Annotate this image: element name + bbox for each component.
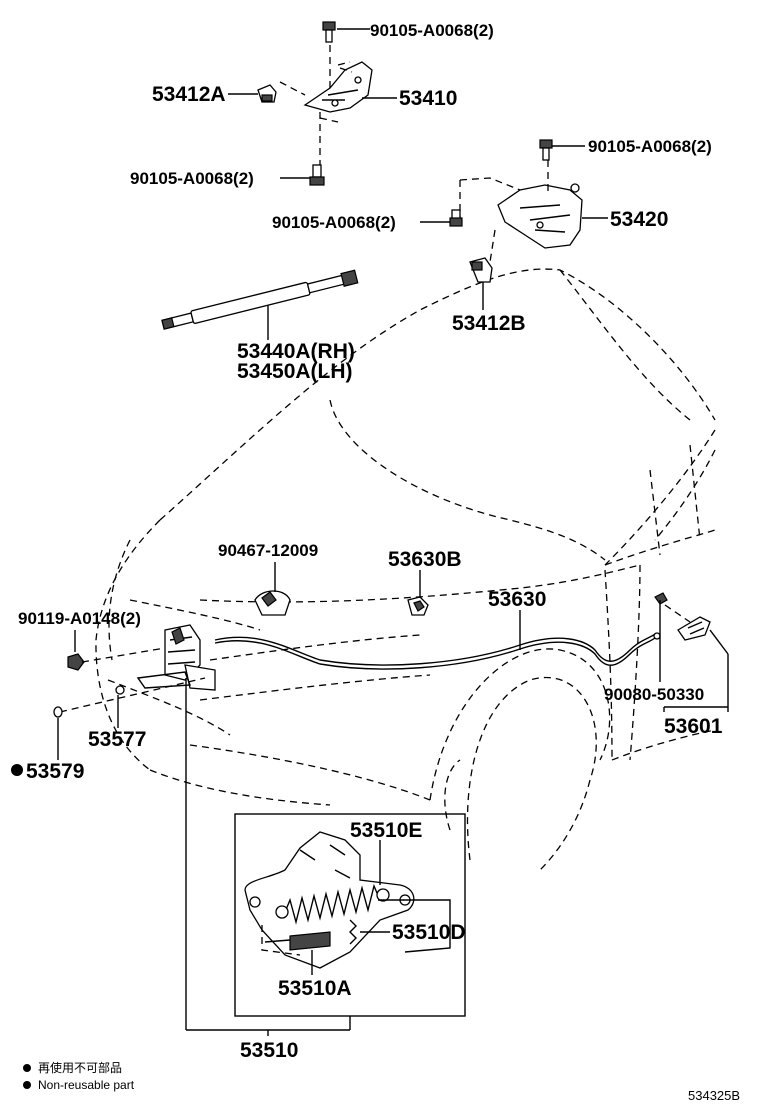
- detail-inset-box: [234, 813, 466, 1017]
- legend: 再使用不可部品 Non-reusable part: [23, 1060, 135, 1092]
- label-90119: 90119-A0148(2): [18, 609, 141, 628]
- bolt-icon-90119: [67, 647, 166, 671]
- bolt-icon-top: [322, 21, 336, 43]
- label-53630b: 53630B: [388, 548, 462, 571]
- label-53601: 53601: [664, 715, 723, 738]
- label-53510d: 53510D: [392, 921, 466, 944]
- cable-clamp-icon: [254, 590, 291, 616]
- part-labels: 90105-A0068(2) 53412A 53410 90105-A0068(…: [11, 21, 723, 1062]
- cable-clip-53630b-icon: [407, 596, 429, 616]
- hood-lock-assembly: [136, 624, 216, 691]
- leader-lines: [57, 28, 729, 1036]
- legend-dot-icon-jp: [23, 1064, 31, 1072]
- legend-en: Non-reusable part: [38, 1078, 135, 1092]
- vehicle-outline: [95, 268, 716, 871]
- label-bolt-right-top: 90105-A0068(2): [588, 137, 712, 156]
- label-53510e: 53510E: [350, 819, 422, 842]
- clip-53412a-icon: [257, 84, 277, 103]
- hood-hinge-53420: [459, 160, 583, 263]
- label-53510a: 53510A: [278, 977, 352, 1000]
- hood-support-strut: [161, 269, 359, 330]
- legend-jp: 再使用不可部品: [38, 1060, 122, 1075]
- label-53510: 53510: [240, 1039, 298, 1062]
- label-90467: 90467-12009: [218, 541, 318, 560]
- clip-90080-icon: [654, 592, 668, 605]
- clip-53412b-icon: [469, 257, 493, 283]
- hood-hinge-53410: [279, 45, 373, 165]
- label-53412a: 53412A: [152, 83, 226, 106]
- label-bolt-left-bottom: 90105-A0068(2): [130, 169, 254, 188]
- bolt-icon-left-bottom: [309, 164, 325, 186]
- label-90080: 90080-50330: [604, 685, 704, 704]
- label-53420: 53420: [610, 208, 668, 231]
- legend-dot-icon-en: [23, 1081, 31, 1089]
- label-53630: 53630: [488, 588, 546, 611]
- clip-53579-icon: [53, 706, 63, 718]
- cushion-53577-icon: [59, 677, 206, 713]
- label-53410: 53410: [399, 87, 457, 110]
- hood-release-cable: [214, 632, 661, 670]
- label-53577: 53577: [88, 728, 146, 751]
- label-53412b: 53412B: [452, 312, 526, 335]
- non-reusable-dot-icon: [11, 764, 23, 776]
- label-strut-rh: 53440A(RH): [237, 340, 355, 363]
- figure-code: 534325B: [688, 1088, 740, 1103]
- label-53579: 53579: [26, 760, 84, 783]
- bolt-icon-right-top: [539, 139, 553, 161]
- bolt-icon-right-mid: [449, 209, 463, 227]
- hood-release-lever-icon: [664, 604, 711, 641]
- label-strut-lh: 53450A(LH): [237, 360, 353, 383]
- label-bolt-right-mid: 90105-A0068(2): [272, 213, 396, 232]
- label-bolt-top: 90105-A0068(2): [370, 21, 494, 40]
